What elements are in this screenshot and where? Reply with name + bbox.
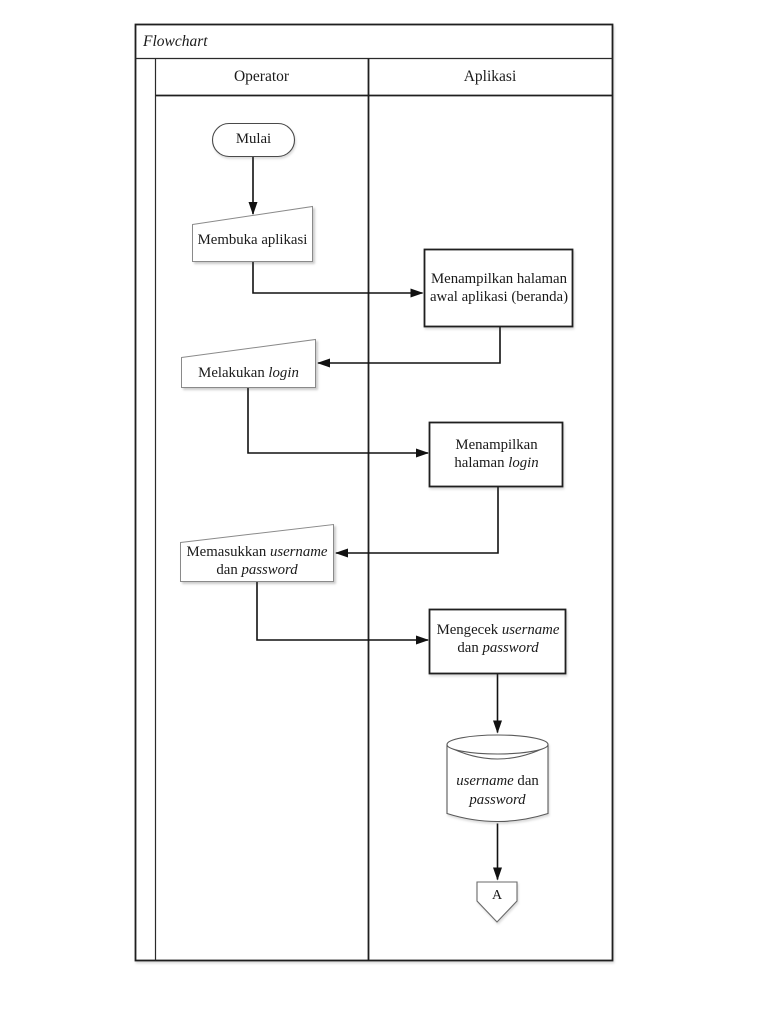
swimlane-frame xyxy=(134,23,614,962)
label-line: password xyxy=(437,791,558,810)
label-text-italic: password xyxy=(482,639,539,656)
node-label-connector-a: A xyxy=(491,888,503,903)
node-label-memasukkan-kredensial: Memasukkan username dan password xyxy=(178,544,336,579)
node-label-membuka-aplikasi: Membuka aplikasi xyxy=(188,232,317,250)
node-label-melakukan-login: Melakukan login xyxy=(181,365,316,383)
process-halaman-login-shape xyxy=(428,421,564,488)
offpage-connector-shape xyxy=(476,881,518,923)
frame-outer-border xyxy=(134,23,614,962)
flow-arrows xyxy=(247,156,502,881)
label-line: Melakukan login xyxy=(181,365,316,383)
label-text: halaman xyxy=(454,454,509,471)
label-text: Melakukan xyxy=(198,365,269,381)
label-text-italic: password xyxy=(469,791,526,808)
database-cylinder-body xyxy=(446,744,549,822)
label-text: dan xyxy=(513,773,539,789)
label-text: dan xyxy=(216,561,242,578)
arrow-halaman-login-to-memasukkan xyxy=(335,487,499,558)
manual-input-membuka-shape xyxy=(192,205,313,262)
node-label-database-kredensial: username dan password xyxy=(437,772,558,809)
label-text-italic: username xyxy=(269,544,328,560)
process-halaman-awal-shape xyxy=(423,248,574,328)
terminator-mulai-shape xyxy=(211,122,296,158)
label-text-italic: login xyxy=(268,365,299,381)
label-line: dan password xyxy=(428,640,568,658)
lane-header-aplikasi: Aplikasi xyxy=(463,68,517,85)
label-text: dan xyxy=(457,639,483,656)
label-line: Membuka aplikasi xyxy=(197,232,308,248)
process-mengecek-shape xyxy=(428,608,567,675)
label-line: username dan xyxy=(437,772,558,791)
label-line: dan password xyxy=(178,562,336,580)
label-line: awal aplikasi (beranda) xyxy=(429,288,569,305)
node-label-mengecek-kredensial: Mengecek username dan password xyxy=(428,622,568,657)
database-cylinder-top xyxy=(446,734,549,755)
diagram-title: Flowchart xyxy=(143,33,208,50)
manual-input-memasukkan-shape xyxy=(180,523,334,582)
arrow-halaman-awal-to-melakukan-login xyxy=(317,327,501,368)
database-cylinder-shape xyxy=(446,734,549,822)
label-text: Mengecek xyxy=(436,622,502,638)
label-text-italic: password xyxy=(241,561,298,578)
label-text: Memasukkan xyxy=(186,544,270,560)
arrow-memasukkan-to-mengecek xyxy=(256,582,429,645)
label-line: Mengecek username xyxy=(428,622,568,640)
label-text-italic: username xyxy=(501,622,560,638)
arrow-membuka-to-halaman-awal xyxy=(252,262,424,298)
label-line: Menampilkan halaman xyxy=(430,271,567,287)
node-label-halaman-awal: Menampilkan halaman awal aplikasi (beran… xyxy=(423,271,575,306)
node-label-halaman-login: Menampilkan halaman login xyxy=(428,437,565,472)
lane-header-operator: Operator xyxy=(233,68,290,85)
node-label-mulai: Mulai xyxy=(235,131,272,147)
manual-input-melakukan-login-shape xyxy=(181,338,316,388)
arrow-melakukan-login-to-halaman-login xyxy=(247,388,429,458)
label-line: halaman login xyxy=(428,455,565,473)
label-text-italic: login xyxy=(508,454,539,471)
label-line: Menampilkan xyxy=(455,437,538,453)
label-text-italic: username xyxy=(456,773,514,789)
label-line: Memasukkan username xyxy=(178,544,336,562)
